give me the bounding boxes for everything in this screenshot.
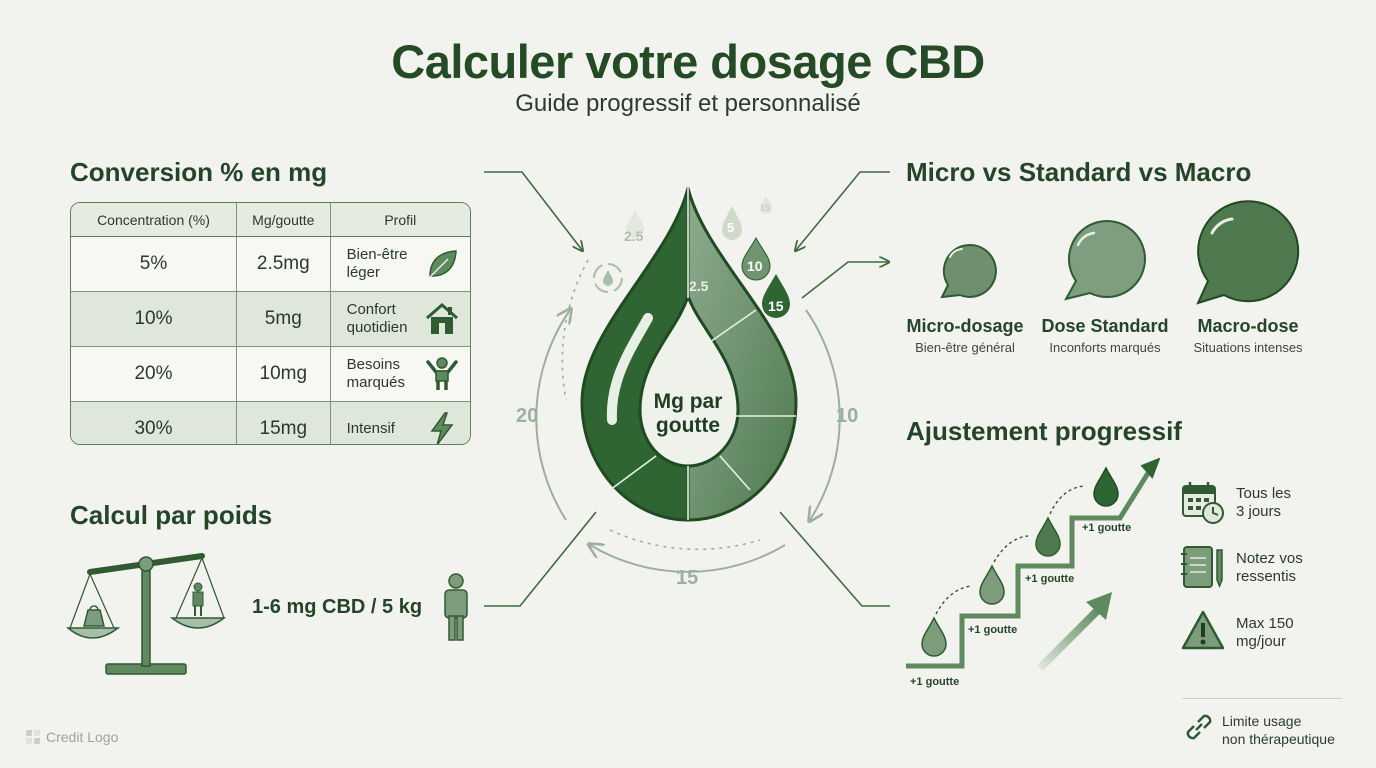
credit-logo: Credit Logo bbox=[46, 729, 119, 745]
concentration-cell: 30% bbox=[71, 401, 237, 444]
person-arms-up-icon bbox=[426, 357, 458, 390]
profile-label: Intensif bbox=[346, 420, 395, 437]
profile-cell: Intensif bbox=[329, 401, 470, 444]
tip-line: ressentis bbox=[1236, 568, 1297, 585]
credit-logo-icon bbox=[26, 730, 40, 744]
ring-number-left: 20 bbox=[516, 405, 539, 427]
column-header: Mg/goutte bbox=[235, 203, 331, 237]
staircase-chart bbox=[906, 458, 1161, 671]
step-drop-icons bbox=[921, 466, 1119, 657]
micro-bubble-icon bbox=[940, 243, 997, 299]
tip-notes: Notez vos ressentis bbox=[1236, 550, 1303, 586]
tip-line: Notez vos bbox=[1236, 550, 1303, 567]
table-row: 20% 10mg Besoins marqués bbox=[71, 346, 470, 402]
concentration-cell: 5% bbox=[71, 236, 237, 292]
size-label-macro: Macro-dose bbox=[1197, 316, 1299, 336]
drop-center-label: Mg par goutte bbox=[628, 390, 748, 438]
weight-formula: 1-6 mg CBD / 5 kg bbox=[252, 596, 423, 618]
table-row: 30% 15mg Intensif bbox=[71, 401, 470, 444]
concentration-cell: 10% bbox=[71, 291, 237, 347]
ring-number-bottom: 15 bbox=[676, 567, 699, 589]
person-icon bbox=[444, 573, 468, 641]
size-sub-standard: Inconforts marqués bbox=[1049, 340, 1161, 355]
drop-label-line2: goutte bbox=[655, 414, 721, 437]
step-label: +1 goutte bbox=[968, 624, 1018, 636]
concentration-cell: 20% bbox=[71, 346, 237, 402]
profile-cell: Besoins marqués bbox=[329, 346, 470, 402]
size-bubbles bbox=[940, 200, 1300, 305]
size-label-micro: Micro-dosage bbox=[906, 316, 1024, 336]
tip-line: mg/jour bbox=[1236, 633, 1287, 650]
warning-icon bbox=[1181, 610, 1225, 650]
profile-label: Bien-être léger bbox=[346, 246, 408, 281]
drop-segment-value: 2.5 bbox=[689, 278, 709, 294]
profile-label: Besoins marqués bbox=[346, 356, 405, 391]
table-row: 5% 2.5mg Bien-être léger bbox=[71, 236, 470, 292]
conversion-heading: Conversion % en mg bbox=[70, 157, 328, 187]
tip-frequency: Tous les 3 jours bbox=[1236, 485, 1291, 521]
weight-heading: Calcul par poids bbox=[70, 500, 273, 530]
adjust-heading: Ajustement progressif bbox=[906, 416, 1182, 446]
step-label: +1 goutte bbox=[1082, 522, 1132, 534]
small-drop-value: 15 bbox=[768, 298, 784, 314]
size-label-standard: Dose Standard bbox=[1041, 316, 1169, 336]
macro-bubble-icon bbox=[1196, 200, 1300, 305]
ring-number-right: 10 bbox=[836, 405, 859, 427]
calendar-clock-icon bbox=[1182, 482, 1224, 524]
tip-line: Tous les bbox=[1236, 485, 1292, 502]
center-drop bbox=[580, 187, 798, 522]
drop-label-line1: Mg par bbox=[653, 390, 723, 413]
tip-line: Max 150 bbox=[1236, 615, 1294, 632]
divider bbox=[1182, 698, 1342, 699]
footer-line: non thérapeutique bbox=[1222, 731, 1335, 747]
leaf-icon bbox=[429, 250, 457, 278]
column-header: Profil bbox=[329, 203, 470, 237]
small-drop-value: 5 bbox=[727, 220, 735, 235]
profile-cell: Confort quotidien bbox=[329, 291, 470, 347]
table-row: 10% 5mg Confort quotidien bbox=[71, 291, 470, 347]
mg-cell: 5mg bbox=[235, 291, 331, 347]
tip-max: Max 150 mg/jour bbox=[1236, 615, 1294, 651]
lightning-icon bbox=[430, 412, 454, 444]
footer-note: Limite usage non thérapeutique bbox=[1222, 712, 1335, 748]
standard-bubble-icon bbox=[1064, 220, 1146, 301]
page-title: Calculer votre dosage CBD bbox=[391, 35, 985, 88]
mg-cell: 15mg bbox=[235, 401, 331, 444]
balance-scale-icon bbox=[66, 553, 226, 675]
step-label: +1 goutte bbox=[910, 676, 960, 688]
faint-top-value: 15 bbox=[760, 203, 771, 213]
size-sub-macro: Situations intenses bbox=[1193, 340, 1303, 355]
link-icon bbox=[1186, 714, 1212, 740]
small-drop-value: 10 bbox=[747, 258, 763, 274]
footer-line: Limite usage bbox=[1222, 713, 1302, 729]
step-label: +1 goutte bbox=[1025, 573, 1075, 585]
small-drop-value: 2.5 bbox=[624, 228, 644, 244]
notebook-icon bbox=[1181, 546, 1223, 588]
mg-cell: 10mg bbox=[235, 346, 331, 402]
page-subtitle: Guide progressif et personnalisé bbox=[515, 90, 861, 117]
size-sub-micro: Bien-être général bbox=[915, 340, 1015, 355]
column-header: Concentration (%) bbox=[71, 203, 237, 237]
profile-cell: Bien-être léger bbox=[329, 236, 470, 292]
house-icon bbox=[426, 303, 458, 334]
conversion-table: Concentration (%) Mg/goutte Profil 5% 2.… bbox=[70, 202, 471, 445]
tip-line: 3 jours bbox=[1236, 503, 1282, 520]
small-drops bbox=[593, 196, 790, 318]
sizes-heading: Micro vs Standard vs Macro bbox=[906, 157, 1252, 187]
mg-cell: 2.5mg bbox=[235, 236, 331, 292]
profile-label: Confort quotidien bbox=[346, 301, 408, 336]
table-header-row: Concentration (%) Mg/goutte Profil bbox=[71, 203, 470, 237]
